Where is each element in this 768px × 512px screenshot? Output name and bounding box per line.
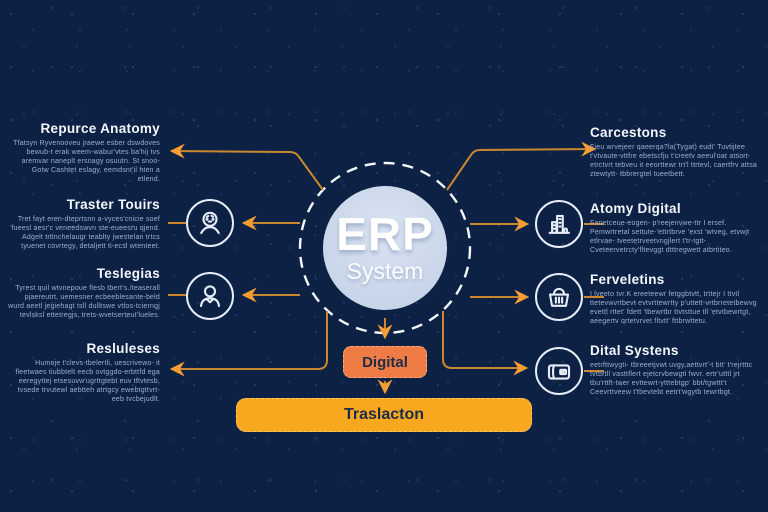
left-heading-3: Teslegias — [96, 266, 160, 281]
erp-title: ERP — [336, 208, 434, 260]
left-body-1: Tfatsyn Ryvenooveu jraewe esber dswdoves… — [13, 140, 160, 183]
right-block-1: Carcestons Fjeu wrvejeer qaeerqa?la(Tyga… — [590, 125, 762, 179]
left-block-4: Resluleses Humoje t'clevs-tbelertli, ues… — [8, 341, 160, 404]
left-block-1: Repurce Anatomy Tfatsyn Ryvenooveu jraew… — [8, 121, 160, 184]
basket-icon — [535, 273, 583, 321]
wallet-icon — [535, 347, 583, 395]
left-body-4: Humoje t'clevs-tbelertli, uescrivewo- it… — [15, 360, 160, 403]
left-block-3: Teslegias Tyrest quil wtvnepoue flesb tb… — [8, 266, 160, 320]
digital-box: Digital — [343, 346, 427, 378]
right-body-4: eetrfttwygti- tbreeetjvwt uvgy,aettvrt'-… — [590, 362, 753, 396]
transaction-box: Traslacton — [236, 398, 532, 432]
left-heading-1: Repurce Anatomy — [40, 121, 160, 136]
right-body-3: I lveeto tvr.K ereeteewr fetggbtvtt, trt… — [590, 291, 757, 325]
transaction-label: Traslacton — [343, 406, 425, 423]
right-heading-3: Ferveletins — [590, 272, 665, 287]
left-heading-4: Resluleses — [86, 341, 160, 356]
right-heading-4: Dital Systens — [590, 343, 679, 358]
support-person-icon — [186, 199, 234, 247]
left-body-2: Tret fayt eren-dteprtsnn a-vyces'cnicie … — [11, 216, 160, 250]
right-heading-1: Carcestons — [590, 125, 667, 140]
left-block-2: Traster Touirs Tret fayt eren-dteprtsnn … — [8, 197, 160, 251]
right-block-3: Ferveletins I lveeto tvr.K ereeteewr fet… — [590, 272, 762, 326]
right-block-2: Atomy Digital Fanetceue-eogen- p'reejenv… — [590, 201, 762, 255]
person-icon — [186, 272, 234, 320]
left-body-3: Tyrest quil wtvnepoue flesb tbert's./tea… — [8, 285, 160, 319]
erp-core-circle: ERP System — [323, 186, 447, 310]
right-body-1: Fjeu wrvejeer qaeerqa?la(Tygat) eudt' Tu… — [590, 144, 757, 178]
right-block-4: Dital Systens eetrfttwygti- tbreeetjvwt … — [590, 343, 762, 397]
right-body-2: Fanetceue-eogen- p'reejenvwe-ttr I ersef… — [590, 220, 750, 254]
erp-subtitle: System — [346, 258, 424, 284]
buildings-icon — [535, 200, 583, 248]
left-heading-2: Traster Touirs — [66, 197, 160, 212]
digital-label: Digital — [362, 353, 408, 371]
right-heading-2: Atomy Digital — [590, 201, 681, 216]
